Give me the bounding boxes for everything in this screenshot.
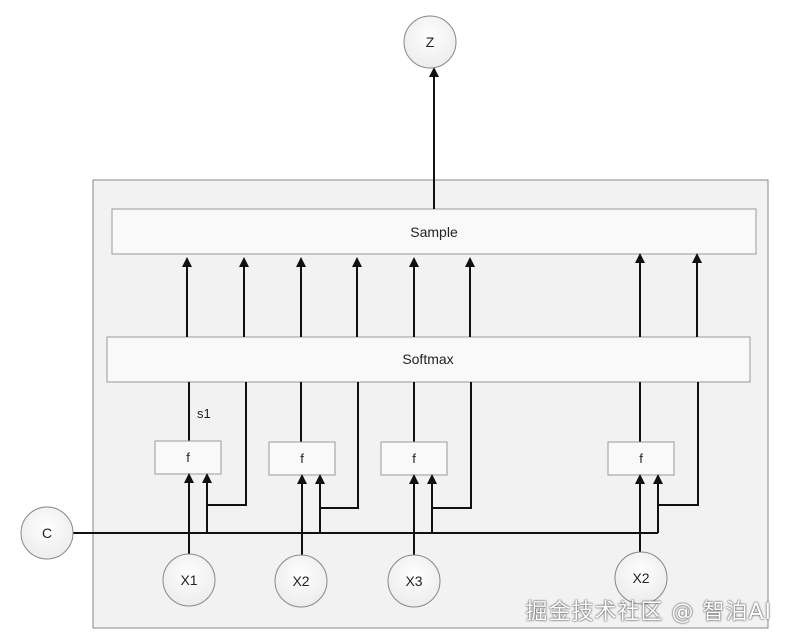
sample-label: Sample	[410, 224, 458, 240]
svg-text:X1: X1	[180, 572, 197, 588]
bypass-lines	[207, 382, 699, 509]
input-node-x1: X1	[162, 553, 216, 607]
c-node: C	[20, 506, 74, 560]
svg-text:f: f	[639, 451, 643, 466]
f-to-softmax-lines	[188, 382, 641, 442]
input-node-x3: X3	[387, 554, 441, 608]
svg-text:X2: X2	[292, 573, 309, 589]
f-box-4: f	[607, 441, 675, 476]
sample-layer: Sample	[111, 208, 757, 255]
svg-text:f: f	[300, 451, 304, 466]
softmax-layer: Softmax	[106, 336, 751, 383]
input-node-x2-last: X2	[614, 551, 668, 605]
c-context-lines	[72, 473, 663, 534]
svg-text:X2: X2	[632, 570, 649, 586]
f-box-1: f	[154, 440, 222, 475]
z-node: Z	[403, 15, 457, 69]
z-label: Z	[426, 34, 435, 50]
svg-text:f: f	[186, 450, 190, 465]
f-box-3: f	[380, 441, 448, 476]
svg-text:f: f	[412, 451, 416, 466]
input-arrows	[184, 473, 645, 555]
watermark: 掘金技术社区 @ 智泊AI	[525, 600, 772, 625]
container-box	[92, 179, 769, 629]
softmax-to-sample-arrows	[182, 253, 702, 337]
svg-text:X3: X3	[405, 573, 422, 589]
c-label: C	[42, 525, 52, 541]
input-node-x2: X2	[274, 554, 328, 608]
softmax-label: Softmax	[402, 351, 453, 367]
f-box-2: f	[268, 441, 336, 476]
s1-annotation: s1	[197, 406, 211, 421]
